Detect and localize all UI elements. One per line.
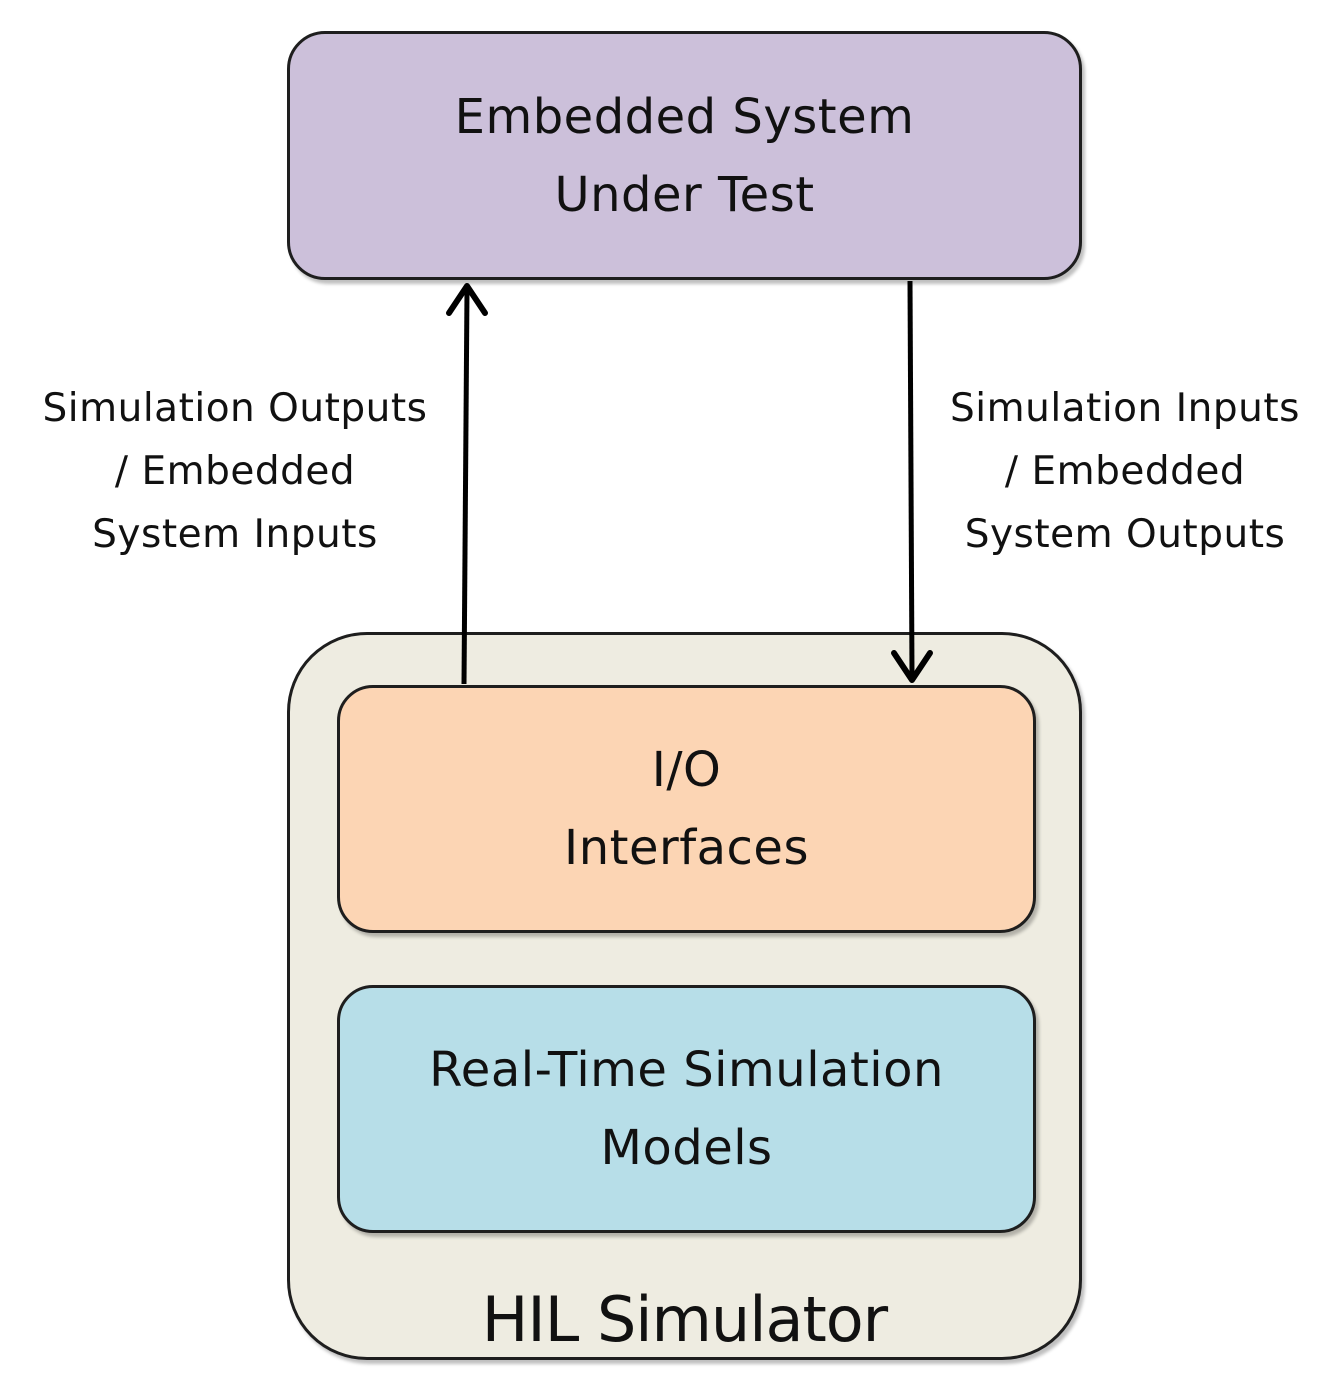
embedded-system-under-test-box: Embedded System Under Test (287, 31, 1082, 280)
left-label-line2: / Embedded (114, 449, 356, 494)
embedded-system-title-line2: Under Test (554, 166, 815, 223)
io-interfaces-line2: Interfaces (564, 820, 809, 876)
left-label-line3: System Inputs (92, 512, 378, 557)
up-arrow-head (446, 283, 488, 316)
right-label-line2: / Embedded (1004, 449, 1246, 494)
io-interfaces-box: I/O Interfaces (337, 685, 1036, 933)
left-label-line1: Simulation Outputs (42, 386, 428, 431)
simulation-models-line1: Real-Time Simulation (429, 1042, 944, 1098)
simulation-inputs-label: Simulation Inputs / Embedded System Outp… (925, 377, 1325, 566)
hil-simulator-label: HIL Simulator (481, 1283, 888, 1356)
real-time-simulation-models-box: Real-Time Simulation Models (337, 985, 1036, 1233)
embedded-system-title-line1: Embedded System (454, 88, 915, 145)
right-label-line3: System Outputs (964, 512, 1286, 557)
simulation-outputs-label: Simulation Outputs / Embedded System Inp… (10, 377, 460, 566)
io-interfaces-line1: I/O (651, 742, 722, 798)
down-arrow-shaft (907, 280, 915, 677)
up-arrow-shaft (461, 289, 470, 685)
simulation-models-line2: Models (600, 1120, 773, 1176)
right-label-line1: Simulation Inputs (950, 386, 1300, 431)
